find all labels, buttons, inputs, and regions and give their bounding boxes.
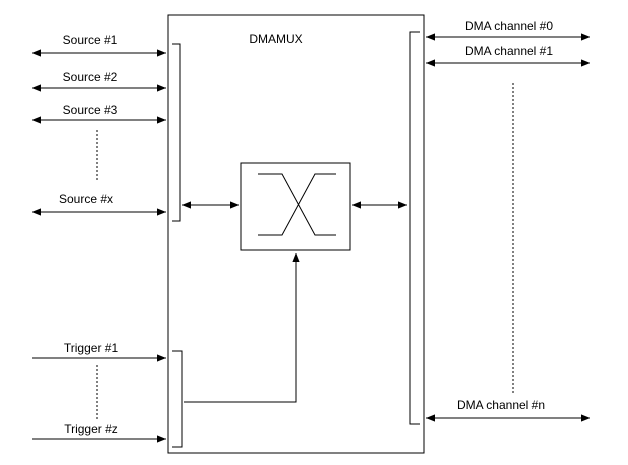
dmamux-title: DMAMUX: [249, 32, 302, 46]
source-2-label: Source #2: [63, 70, 118, 84]
trigger-bracket: [172, 350, 183, 448]
trigger-z-label: Trigger #z: [64, 422, 118, 436]
switch-path-b: [258, 173, 336, 236]
channel-0-label: DMA channel #0: [465, 19, 553, 33]
trigger-to-switch-arrow: [184, 253, 300, 403]
trigger-1-label: Trigger #1: [64, 341, 119, 355]
source-x-label: Source #x: [59, 192, 113, 206]
dmamux-box: [167, 14, 425, 454]
switch-path-a: [258, 173, 336, 236]
switch-box: [240, 162, 351, 251]
source-bracket: [172, 43, 181, 222]
channel-bracket: [409, 31, 420, 425]
channel-1-label: DMA channel #1: [465, 44, 553, 58]
source-3-label: Source #3: [63, 103, 118, 117]
channel-n-label: DMA channel #n: [457, 398, 545, 412]
source-1-label: Source #1: [63, 33, 118, 47]
